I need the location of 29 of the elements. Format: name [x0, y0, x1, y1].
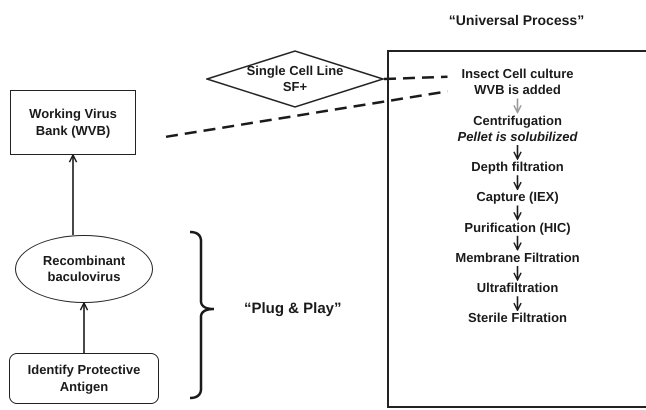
ellipse-label: Recombinant baculovirus [42, 252, 126, 286]
step-label: WVB is added [474, 82, 561, 98]
arrow [513, 145, 522, 160]
box-label: Working Virus Bank (WVB) [28, 106, 118, 139]
step-label: Insect Cell culture [462, 66, 574, 82]
step-label: Purification (HIC) [464, 220, 571, 236]
process-box [10, 90, 136, 155]
diamond-label: Single Cell Line SF+ [246, 62, 344, 96]
step-label: Depth filtration [471, 159, 564, 176]
step-label: Sterile Filtration [468, 310, 567, 326]
dashed-connector [384, 75, 448, 80]
process-heading: “Universal Process” [448, 12, 586, 28]
arrow [513, 266, 522, 281]
box-label: Identify Protective Antigen [26, 362, 142, 395]
process-box [9, 353, 159, 404]
step-label: Capture (IEX) [476, 189, 559, 206]
step-label: Ultrafiltration [476, 280, 558, 296]
arrow [80, 302, 88, 353]
bracket-label: “Plug & Play” [244, 300, 342, 317]
step-label: Pellet is solubilized [458, 128, 578, 145]
step-label: Membrane Filtration [455, 250, 580, 266]
arrow [513, 236, 522, 250]
arrow [513, 296, 522, 311]
arrow [513, 98, 522, 114]
arrow [513, 175, 522, 190]
step-label: Centrifugation [473, 112, 562, 129]
dashed-connector [166, 90, 448, 138]
arrow [68, 154, 78, 235]
arrow [513, 206, 522, 220]
